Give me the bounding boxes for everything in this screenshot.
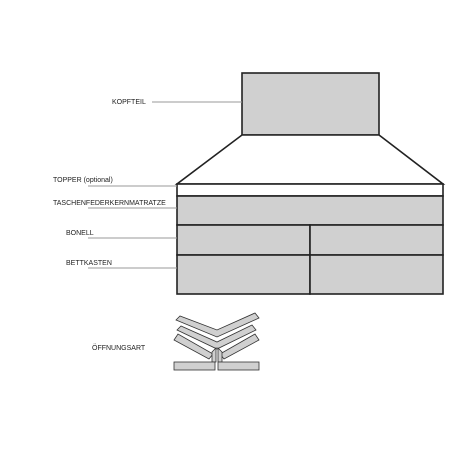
pocket-spring-mattress-label: TASCHENFEDERKERNMATRATZE [53,200,166,207]
topper-label: TOPPER (optional) [53,177,113,184]
opening-type-label: ÖFFNUNGSART [92,344,146,352]
bonnell-right [309,224,444,256]
topper-layer [176,183,444,197]
topper-surface [174,134,446,185]
bed-box-label: BETTKASTEN [66,260,112,267]
headboard-label: KOPFTEIL [112,99,146,106]
bonnell-left [176,224,311,256]
bonnell-label: BONELL [66,230,94,237]
bed-box-right [309,254,444,295]
headboard-panel [241,72,380,136]
bed-box-left [176,254,311,295]
opening-mechanism-illustration [173,312,260,371]
pocket-spring-mattress [176,195,444,226]
